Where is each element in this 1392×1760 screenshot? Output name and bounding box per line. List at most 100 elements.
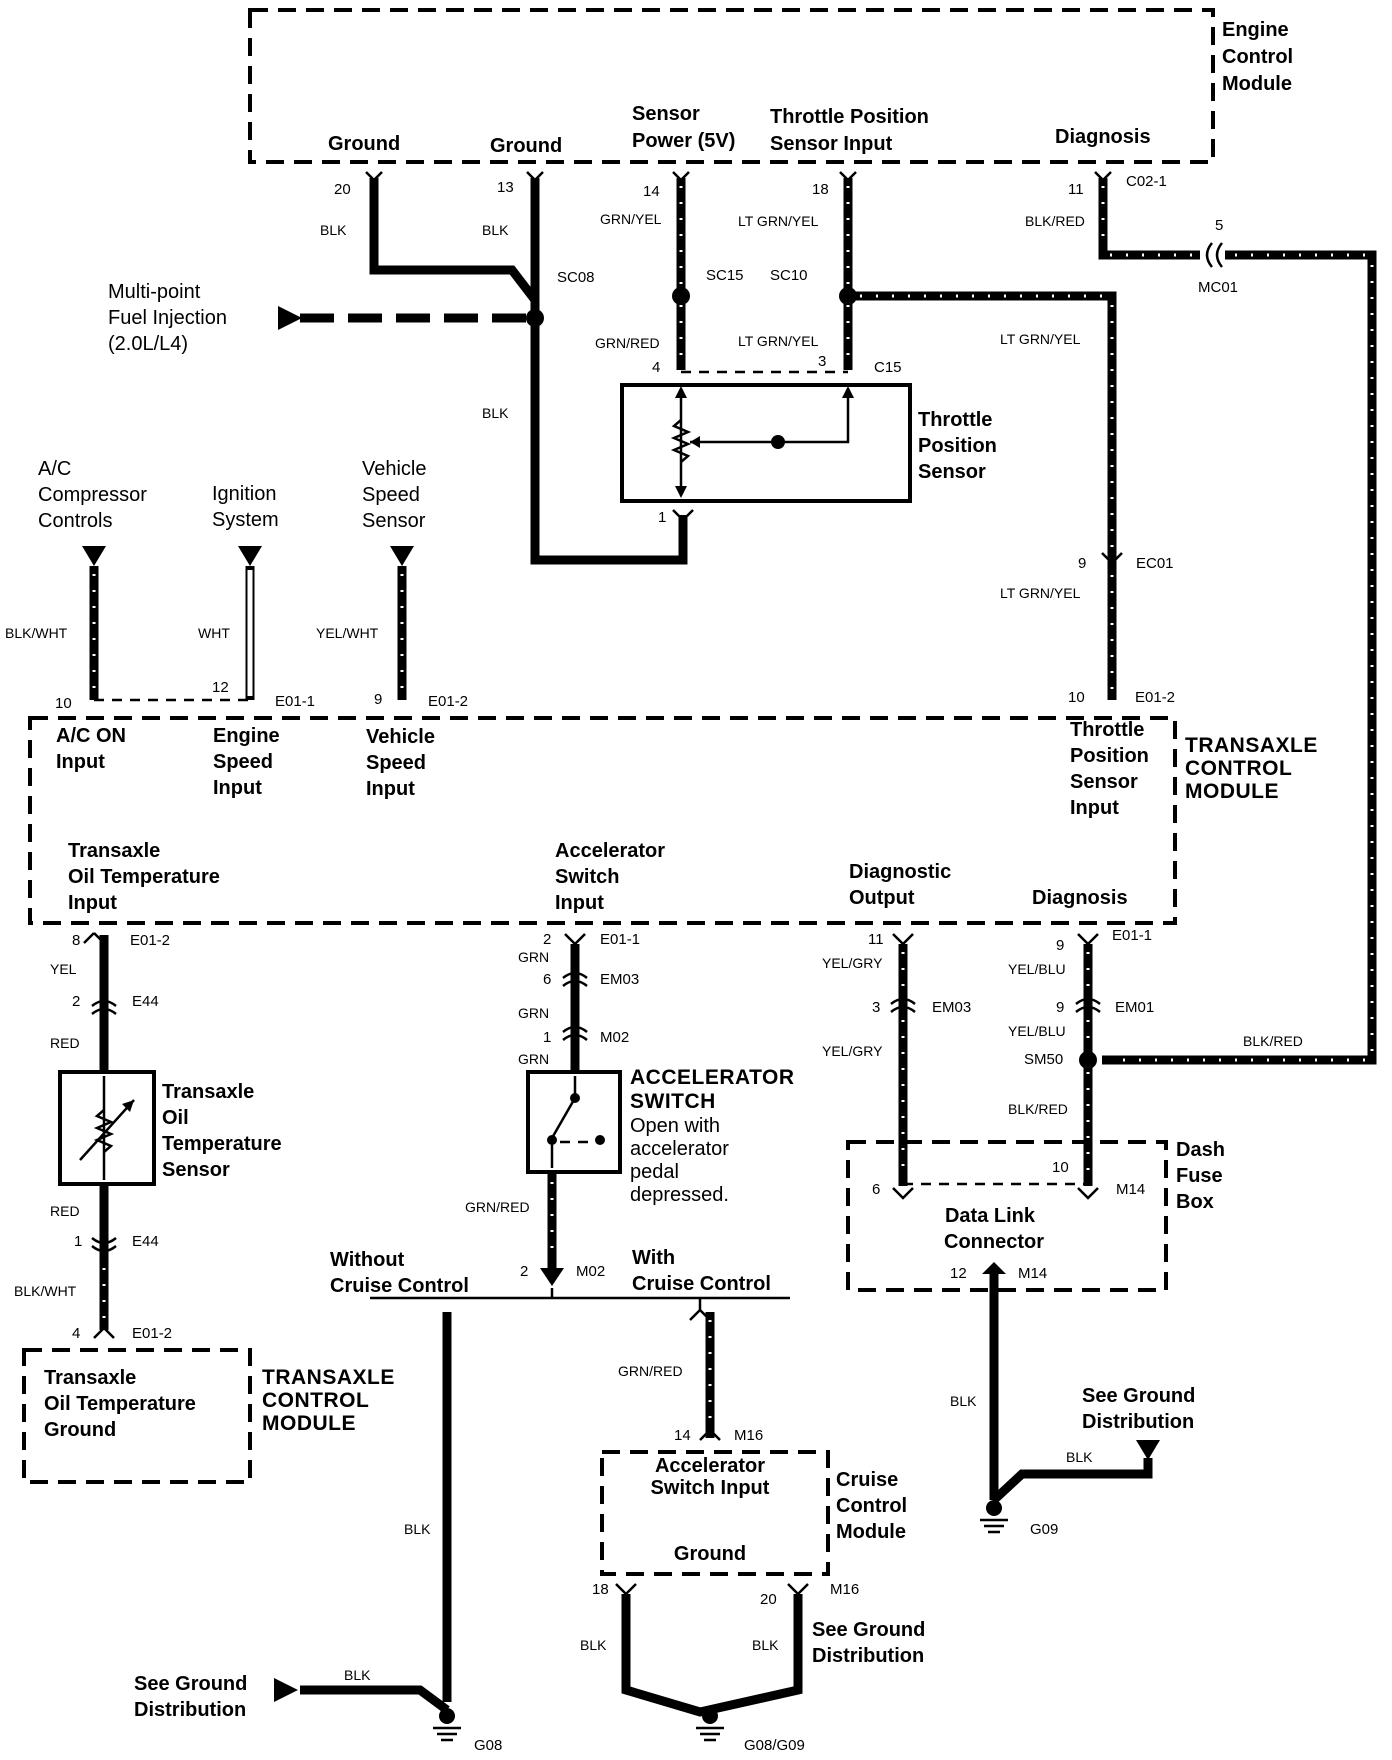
ecm-ground-1-label: Ground xyxy=(328,133,400,155)
pin-4-tcm-ground: 4 xyxy=(72,1325,80,1342)
connector-m02-top: M02 xyxy=(600,1029,629,1046)
tcm-ground-box-3: Ground xyxy=(44,1419,116,1441)
connector-ec01: EC01 xyxy=(1136,555,1174,572)
pin-9-ec01: 9 xyxy=(1078,555,1086,572)
wc-blk-13: BLK xyxy=(482,222,509,238)
wc-blk-red-fuse: BLK/RED xyxy=(1008,1101,1068,1117)
mfi-arrow xyxy=(278,306,302,330)
wire-lt-grn-yel-to-tcm xyxy=(848,291,1117,700)
pin-3-tps: 3 xyxy=(818,353,826,370)
pin-1-e44: 1 xyxy=(74,1233,82,1250)
vss-label-3: Sensor xyxy=(362,510,426,532)
ecm-sensor-power-label-1: Sensor xyxy=(632,103,700,125)
ignition-label-2: System xyxy=(212,509,279,531)
tcm-diagnosis: Diagnosis xyxy=(1032,887,1128,909)
pin-2-e44: 2 xyxy=(72,993,80,1010)
cruise-title-1: Cruise xyxy=(836,1469,898,1491)
wire-blk-cruise-ground xyxy=(621,1594,803,1717)
tcm-accel-2: Switch xyxy=(555,866,619,888)
wc-yel-oil: YEL xyxy=(50,961,77,977)
mfi-label-1: Multi-point xyxy=(108,281,201,303)
wc-yel-blu-1: YEL/BLU xyxy=(1008,961,1066,977)
accel-switch-note-1: Open with xyxy=(630,1115,720,1137)
tcm-ground-box-2: Oil Temperature xyxy=(44,1393,196,1415)
fuse-box-label-1: Dash xyxy=(1176,1139,1225,1161)
cruise-ground-label: Ground xyxy=(674,1543,746,1565)
wc-yel-wht-vss: YEL/WHT xyxy=(316,625,379,641)
pin-14-ecm: 14 xyxy=(643,183,660,200)
tps-resistor xyxy=(670,419,692,463)
tps-label-3: Sensor xyxy=(918,461,986,483)
cruise-control-module: Accelerator Switch Input Ground Cruise C… xyxy=(600,1450,907,1576)
wc-yel-gry-1: YEL/GRY xyxy=(822,955,883,971)
pin-1-tps: 1 xyxy=(658,509,666,526)
wc-grn-1: GRN xyxy=(518,949,549,965)
tcm-tps-1: Throttle xyxy=(1070,719,1144,741)
oil-sensor-label-3: Temperature xyxy=(162,1133,282,1155)
tcm-oil-temp-3: Input xyxy=(68,892,117,914)
pin-18-m16-label: 18 xyxy=(592,1581,609,1598)
tcm-ground-title-1: TRANSAXLE xyxy=(262,1366,395,1389)
connector-mc01-symbol xyxy=(1205,242,1223,268)
vss-label-2: Speed xyxy=(362,484,420,506)
connector-em03-accel: EM03 xyxy=(600,971,639,988)
connector-e01-1-top: E01-1 xyxy=(275,693,315,710)
accel-switch-title-2: SWITCH xyxy=(630,1090,716,1113)
pin-2-m02: 2 xyxy=(520,1263,528,1280)
left-ground-arrow xyxy=(274,1678,298,1702)
splice-label-sc10: SC10 xyxy=(770,267,808,284)
wc-blk-red-right: BLK/RED xyxy=(1243,1033,1303,1049)
fuse-box-outline xyxy=(846,1140,1168,1292)
pin-20-ecm: 20 xyxy=(334,181,351,198)
wc-blk-left-ground: BLK xyxy=(344,1667,371,1683)
wc-lt-grn-yel-right: LT GRN/YEL xyxy=(1000,331,1081,347)
accelerator-switch: ACCELERATOR SWITCH Open with accelerator… xyxy=(526,1066,794,1206)
connector-m16-top: M16 xyxy=(734,1427,763,1444)
pin-3-em03: 3 xyxy=(872,999,880,1016)
connector-e01-2-ground: E01-2 xyxy=(132,1325,172,1342)
wc-blk-red-ecm: BLK/RED xyxy=(1025,213,1085,229)
wc-red-oil-bottom: RED xyxy=(50,1203,80,1219)
tcm-ground-title-3: MODULE xyxy=(262,1412,356,1435)
accel-switch-note-3: pedal xyxy=(630,1161,679,1183)
ground-g09-icon xyxy=(980,1500,1008,1534)
ground-ref-middle-1: See Ground xyxy=(812,1619,925,1641)
ignition-arrow xyxy=(238,546,262,566)
wc-grn-yel: GRN/YEL xyxy=(600,211,662,227)
tcm-engine-speed-1: Engine xyxy=(213,725,280,747)
vss-arrow xyxy=(390,546,414,566)
ecm-tps-input-label-1: Throttle Position xyxy=(770,106,929,128)
ac-label-1: A/C xyxy=(38,458,71,480)
wc-blk-wht-ac: BLK/WHT xyxy=(5,625,68,641)
tcm-vss-1: Vehicle xyxy=(366,726,435,748)
connector-c02-1: C02-1 xyxy=(1126,173,1167,190)
transaxle-control-module: TRANSAXLE CONTROL MODULE A/C ON Input En… xyxy=(28,716,1317,925)
connector-e01-2-right: E01-2 xyxy=(1135,689,1175,706)
ground-ref-right-1: See Ground xyxy=(1082,1385,1195,1407)
ground-g08-g09-icon xyxy=(696,1708,724,1742)
oil-sensor-label-4: Sensor xyxy=(162,1159,230,1181)
tcm-ac-on-2: Input xyxy=(56,751,105,773)
pin-9-vss: 9 xyxy=(374,691,382,708)
connector-em03-diag-symbol xyxy=(890,997,916,1013)
connector-m02-bottom: M02 xyxy=(576,1263,605,1280)
pin-8-oil: 8 xyxy=(72,932,80,949)
ecm-title-1: Engine xyxy=(1222,19,1289,41)
accel-switch-note-2: accelerator xyxy=(630,1138,729,1160)
connector-mc01: MC01 xyxy=(1198,279,1238,296)
fuse-box-label-2: Fuse xyxy=(1176,1165,1223,1187)
tcm-accel-3: Input xyxy=(555,892,604,914)
dlc-ground-arrow xyxy=(982,1262,1006,1274)
ground-ref-middle-2: Distribution xyxy=(812,1645,924,1667)
tcm-tps-3: Sensor xyxy=(1070,771,1138,793)
tcm-diag-output-2: Output xyxy=(849,887,915,909)
splice-label-sm50: SM50 xyxy=(1024,1051,1063,1068)
tcm-title-3: MODULE xyxy=(1185,780,1279,803)
oil-sensor-box xyxy=(58,1070,156,1186)
ground-g08-g09: G08/G09 xyxy=(744,1737,805,1754)
chevron-ec01 xyxy=(1101,552,1123,565)
connector-e44-bottom-symbol xyxy=(91,1237,117,1253)
accel-switch-note-4: depressed. xyxy=(630,1184,729,1206)
fuse-box-label-3: Box xyxy=(1176,1191,1214,1213)
ecm-outline xyxy=(248,8,1215,164)
